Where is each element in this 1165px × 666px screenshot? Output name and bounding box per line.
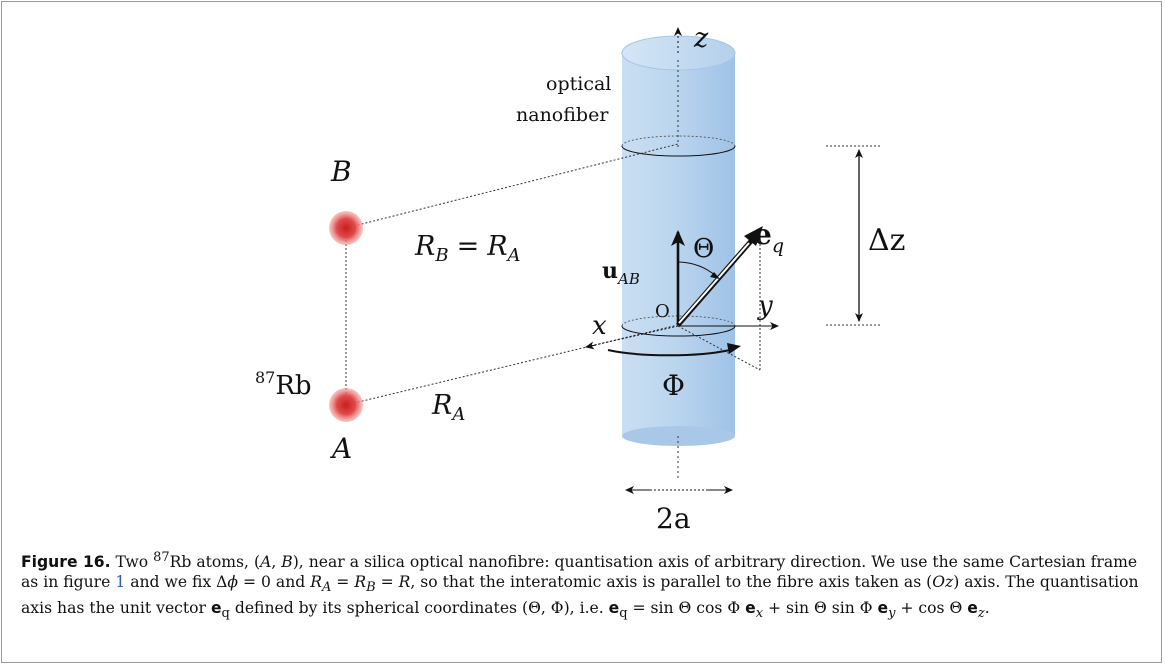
rb-species-label: 87Rb xyxy=(255,368,312,401)
phi-arc-head xyxy=(727,343,741,354)
theta-label: Θ xyxy=(693,234,714,264)
eq-projection-base xyxy=(677,325,761,371)
caption-label: Figure 16. xyxy=(21,553,111,572)
figure-caption: Figure 16. Two 87Rb atoms, (A, B), near … xyxy=(21,550,1139,622)
y-axis-label: y xyxy=(757,291,773,321)
x-axis-arrowhead xyxy=(585,341,597,350)
atom-a xyxy=(329,388,363,422)
fiber-atoms-diagram: B A 87Rb RB=RA RA optical nanofiber z Δz… xyxy=(255,23,905,535)
two-a-label: 2a xyxy=(656,502,691,535)
delta-z-label: Δz xyxy=(868,223,905,258)
origin-label: O xyxy=(655,301,670,322)
atom-b-label: B xyxy=(330,155,352,188)
x-axis-label: x xyxy=(592,311,607,341)
eq-vector-inner xyxy=(678,242,750,324)
fiber-name-line1: optical xyxy=(546,73,611,95)
upper-ring xyxy=(621,135,736,157)
phi-arc xyxy=(607,349,731,357)
z-axis-label: z xyxy=(693,23,709,54)
atom-b xyxy=(329,211,363,245)
ra-label: RA xyxy=(431,390,465,425)
lower-ring xyxy=(621,315,736,337)
fiber-name-line2: nanofiber xyxy=(516,104,609,126)
delta-z-dimension xyxy=(826,145,882,326)
u-ab-label: uAB xyxy=(602,258,640,288)
phi-label: Φ xyxy=(662,369,685,402)
rb-equals-ra-label: RB=RA xyxy=(414,231,521,266)
figure-reference-link[interactable]: 1 xyxy=(115,573,126,592)
eq-vector-head xyxy=(744,226,763,246)
rb-connector xyxy=(345,143,679,229)
atom-a-label: A xyxy=(329,432,352,465)
eq-label: eq xyxy=(754,218,784,257)
theta-arc-head xyxy=(710,272,720,279)
